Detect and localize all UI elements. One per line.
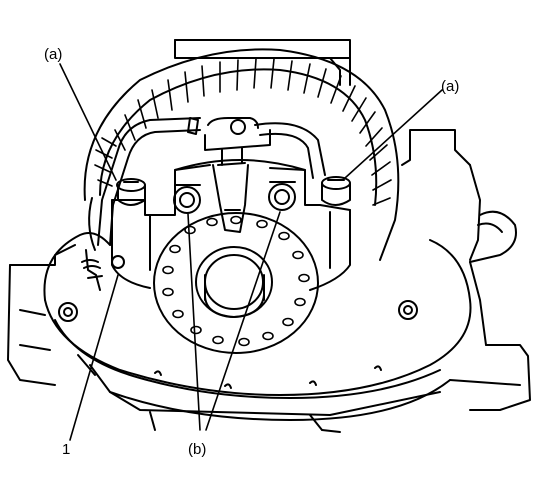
callout-label-a-right: (a) xyxy=(441,78,460,95)
leader-1 xyxy=(69,274,119,441)
leader-b-right xyxy=(205,211,281,431)
adjuster-bolt-right xyxy=(268,181,296,211)
leader-lines xyxy=(59,63,443,441)
leader-a-right xyxy=(344,89,443,179)
cap-bolt-right xyxy=(321,176,351,206)
adjuster-bolt-left xyxy=(173,184,201,214)
cap-bolt-left xyxy=(116,178,146,206)
callout-label-b: (b) xyxy=(188,441,207,458)
carrier-flange xyxy=(43,232,472,433)
callout-label-1: 1 xyxy=(62,441,71,458)
callout-label-a-left: (a) xyxy=(44,46,63,63)
leader-a-left xyxy=(59,63,117,181)
carrier-housing xyxy=(7,39,531,411)
leader-b-left xyxy=(187,213,201,431)
differential-case xyxy=(111,159,351,291)
dial-gauge-stand xyxy=(81,249,103,291)
pinion-flange xyxy=(153,212,319,354)
lock-plate xyxy=(97,117,326,246)
ring-gear xyxy=(83,48,400,261)
